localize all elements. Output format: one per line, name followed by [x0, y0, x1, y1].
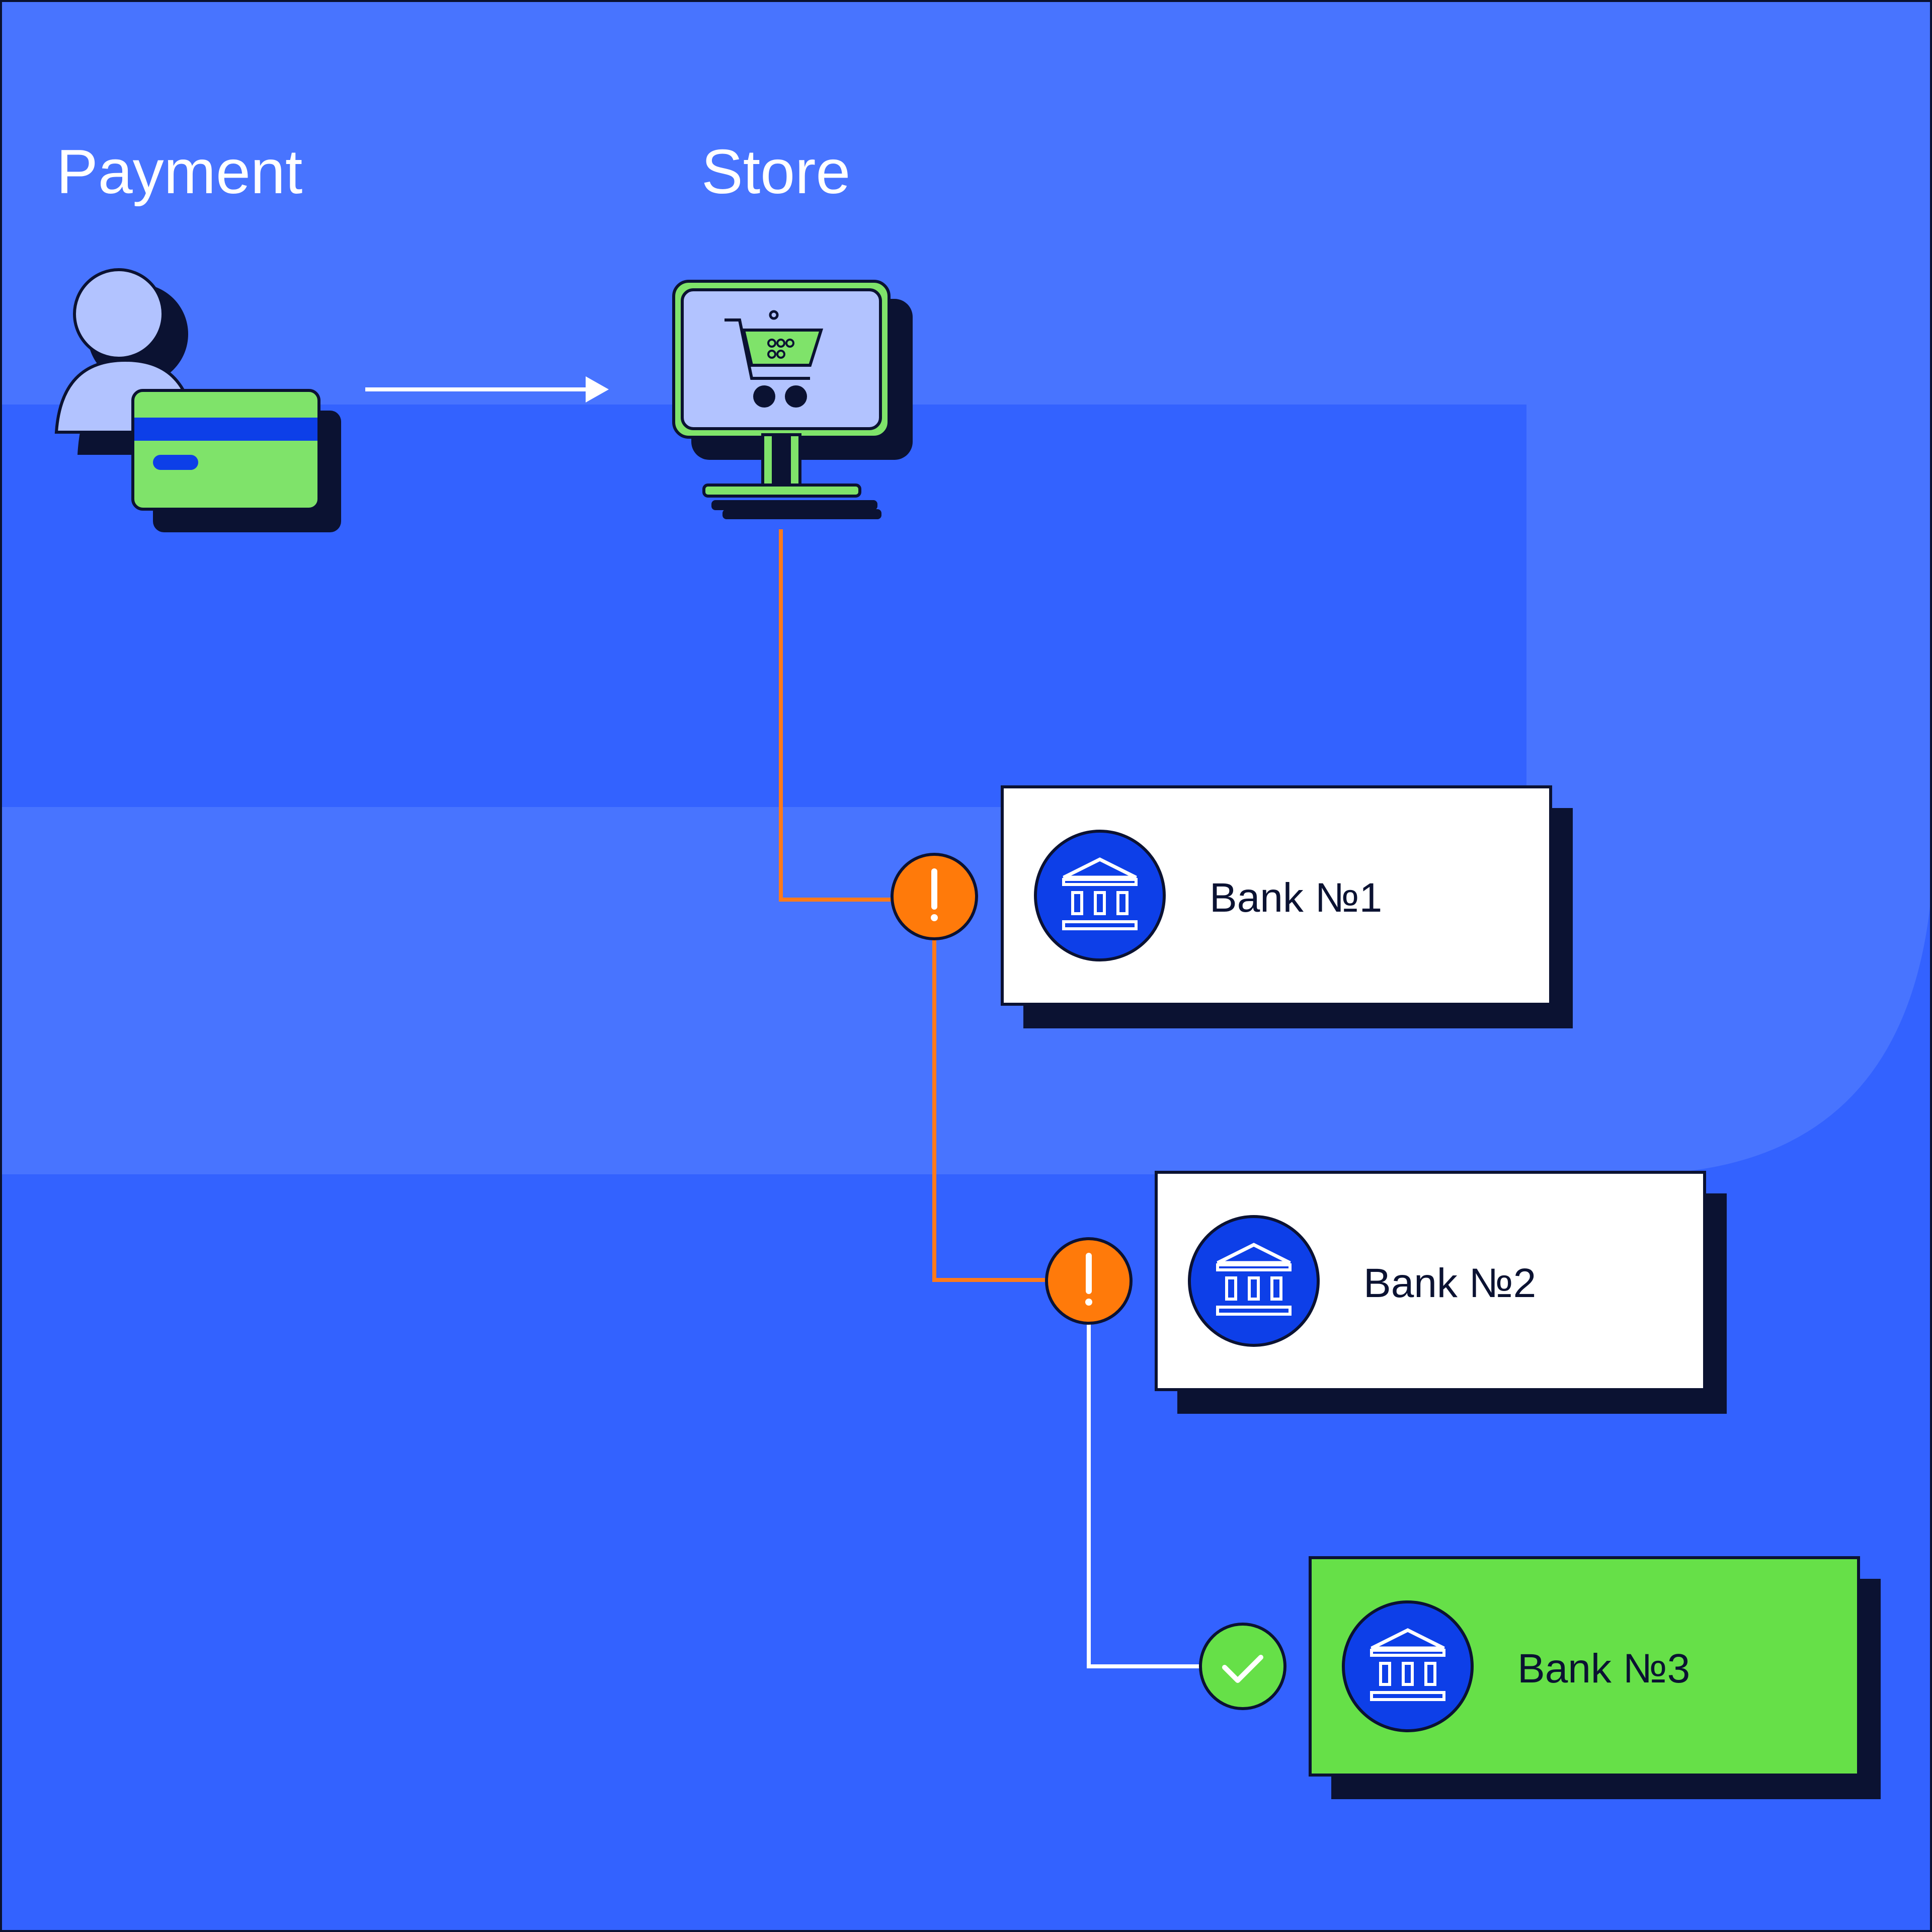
bank-name-2: Bank №2 [1363, 1260, 1536, 1306]
check-icon [1222, 1655, 1263, 1683]
check-status-badge [1199, 1623, 1286, 1710]
bank-building-icon [1342, 1600, 1474, 1732]
shopping-cart-monitor-icon [672, 280, 913, 519]
bank-name-3: Bank №3 [1517, 1646, 1690, 1692]
background-dark-band-top [2, 405, 1526, 807]
warning-status-badge-1 [891, 853, 978, 940]
warning-status-badge-2 [1045, 1237, 1133, 1325]
connector-bank-1 [779, 529, 908, 902]
store-title: Store [701, 137, 850, 207]
connector-bank-2 [932, 927, 1063, 1282]
bank-building-icon [1034, 830, 1166, 961]
bank-card-1[interactable]: Bank №1 [1001, 785, 1573, 1028]
payment-title: Payment [56, 137, 302, 207]
bank-building-icon [1188, 1215, 1320, 1347]
bank-name-1: Bank №1 [1210, 875, 1382, 921]
bank-card-2[interactable]: Bank №2 [1155, 1171, 1727, 1414]
credit-card-icon [131, 389, 341, 532]
bank-card-3[interactable]: Bank №3 [1309, 1556, 1881, 1799]
connector-bank-3 [1087, 1307, 1215, 1668]
payment-arrow [365, 376, 609, 403]
